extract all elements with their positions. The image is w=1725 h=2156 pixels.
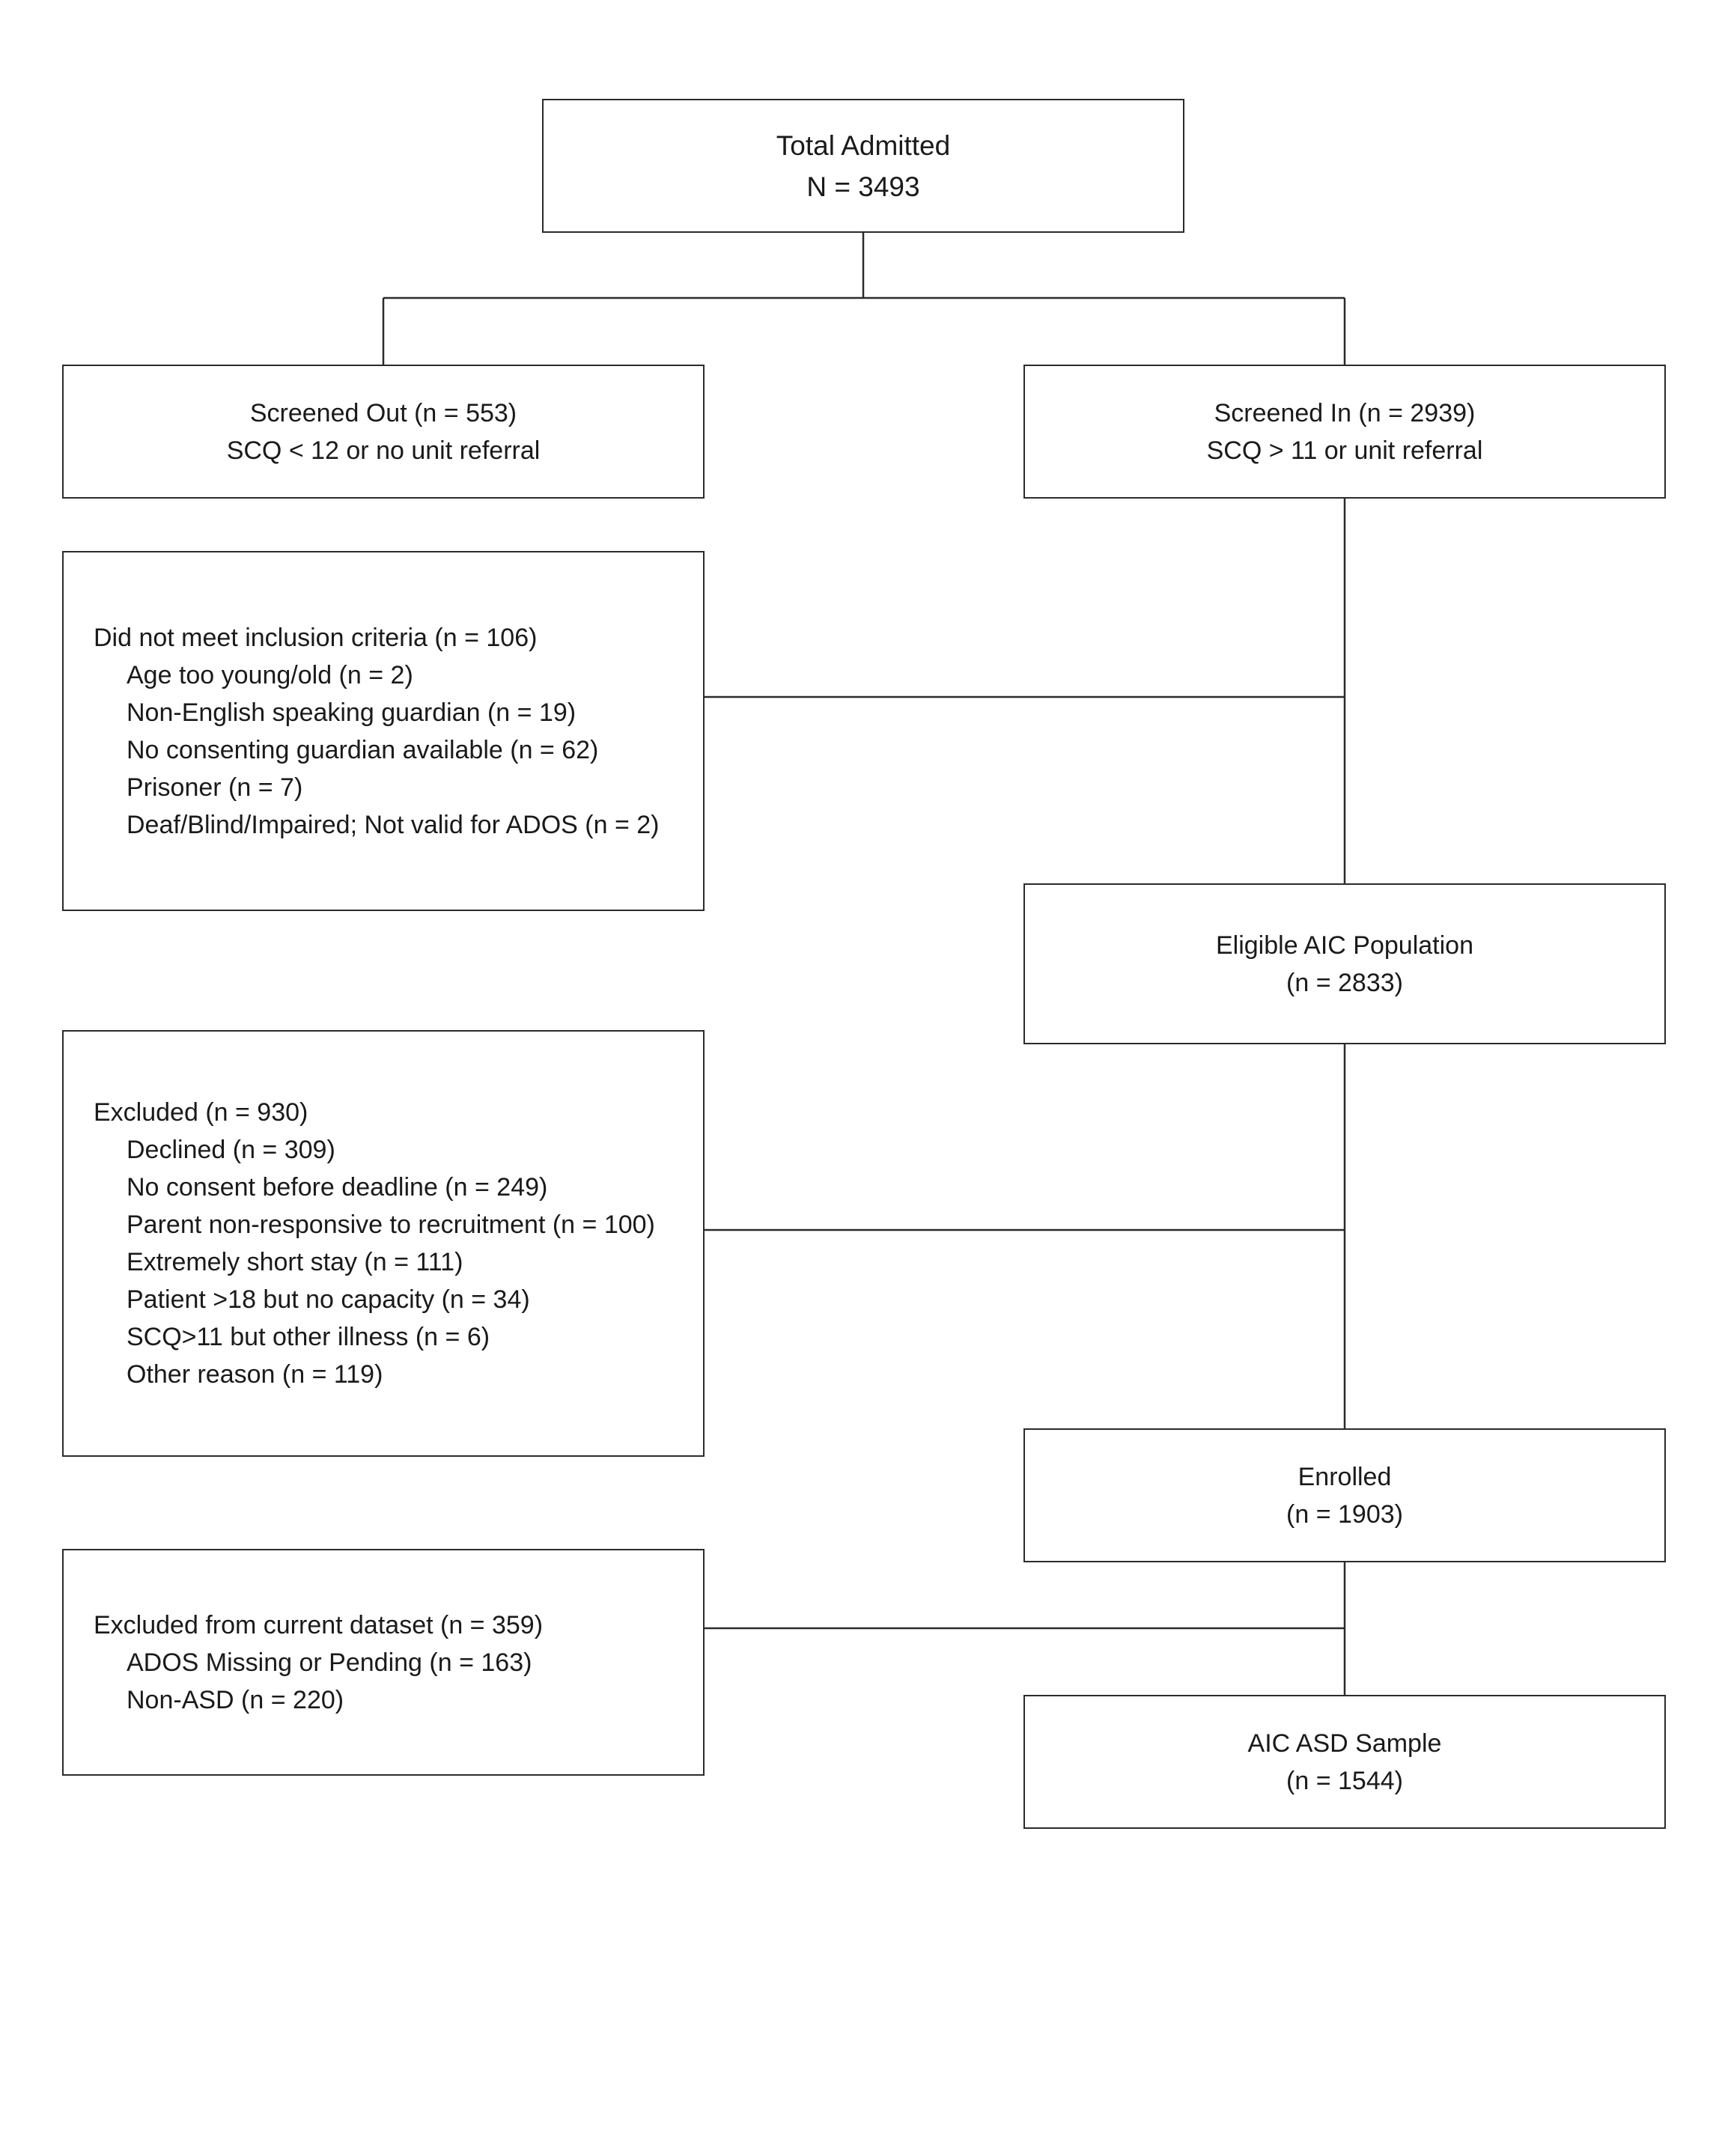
total-admitted-title: Total Admitted [776, 130, 951, 161]
total-admitted-box: Total Admitted N = 3493 [542, 99, 1184, 233]
inclusion-item: Prisoner (n = 7) [127, 773, 303, 802]
excluded-current-item: Non-ASD (n = 220) [127, 1685, 344, 1714]
excluded-box: Excluded (n = 930) Declined (n = 309) No… [62, 1030, 705, 1457]
eligible-population-box: Eligible AIC Population (n = 2833) [1023, 883, 1666, 1044]
eligible-count: (n = 2833) [1286, 968, 1403, 997]
excluded-item: Parent non-responsive to recruitment (n … [127, 1211, 655, 1239]
screened-out-title: Screened Out (n = 553) [249, 398, 517, 427]
excluded-current-heading: Excluded from current dataset (n = 359) [94, 1610, 544, 1639]
screened-in-box: Screened In (n = 2939) SCQ > 11 or unit … [1023, 365, 1666, 499]
inclusion-item: Age too young/old (n = 2) [127, 660, 413, 689]
excluded-item: Extremely short stay (n = 111) [127, 1248, 463, 1276]
excluded-item: No consent before deadline (n = 249) [127, 1173, 548, 1202]
excluded-current-item: ADOS Missing or Pending (n = 163) [127, 1648, 532, 1677]
asd-sample-count: (n = 1544) [1286, 1766, 1403, 1795]
screened-out-criterion: SCQ < 12 or no unit referral [226, 436, 541, 465]
excluded-heading: Excluded (n = 930) [94, 1098, 308, 1127]
screened-in-title: Screened In (n = 2939) [1214, 398, 1476, 427]
screened-in-criterion: SCQ > 11 or unit referral [1206, 436, 1483, 465]
inclusion-criteria-box: Did not meet inclusion criteria (n = 106… [62, 551, 705, 911]
inclusion-heading: Did not meet inclusion criteria (n = 106… [94, 623, 538, 652]
inclusion-item: Deaf/Blind/Impaired; Not valid for ADOS … [127, 810, 660, 839]
total-admitted-count: N = 3493 [806, 171, 920, 202]
excluded-item: Patient >18 but no capacity (n = 34) [127, 1285, 530, 1314]
enrolled-title: Enrolled [1297, 1462, 1392, 1491]
excluded-current-dataset-box: Excluded from current dataset (n = 359) … [62, 1549, 705, 1776]
inclusion-item: Non-English speaking guardian (n = 19) [127, 698, 576, 727]
enrolled-count: (n = 1903) [1286, 1499, 1403, 1529]
asd-sample-box: AIC ASD Sample (n = 1544) [1023, 1695, 1666, 1829]
eligible-title: Eligible AIC Population [1215, 931, 1473, 960]
excluded-item: Declined (n = 309) [127, 1136, 335, 1164]
inclusion-item: No consenting guardian available (n = 62… [127, 735, 599, 764]
asd-sample-title: AIC ASD Sample [1247, 1729, 1442, 1758]
screened-out-box: Screened Out (n = 553) SCQ < 12 or no un… [62, 365, 705, 499]
enrolled-box: Enrolled (n = 1903) [1023, 1428, 1666, 1562]
excluded-item: SCQ>11 but other illness (n = 6) [127, 1323, 490, 1351]
excluded-item: Other reason (n = 119) [127, 1360, 383, 1389]
